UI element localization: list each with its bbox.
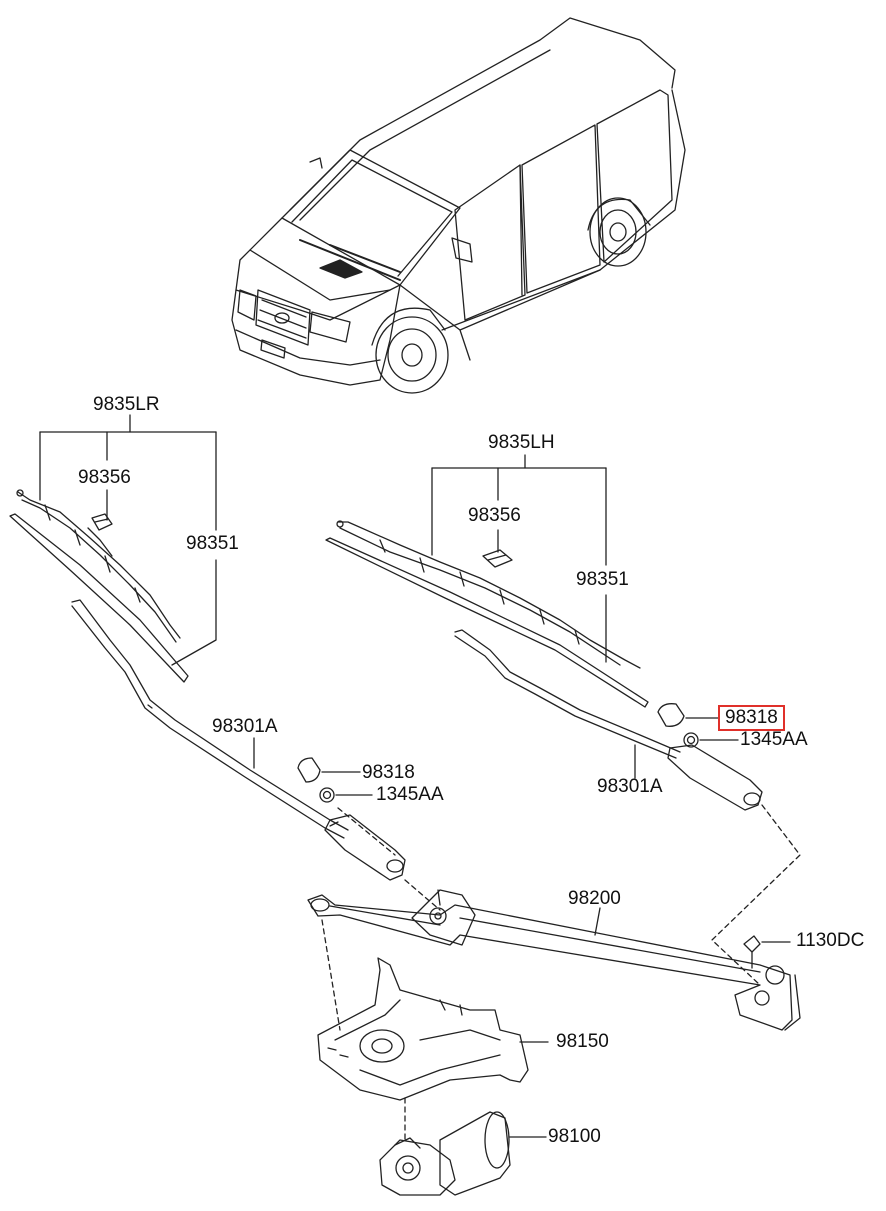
label-motor: 98100	[548, 1126, 601, 1147]
label-front-cap-highlighted[interactable]: 98318	[718, 705, 785, 731]
label-front-arm: 98301A	[597, 776, 663, 797]
label-front-clip: 98356	[468, 505, 521, 526]
label-front-blade: 98351	[576, 569, 629, 590]
label-rear-blade: 98351	[186, 533, 239, 554]
label-bracket: 98150	[556, 1031, 609, 1052]
label-rear-arm: 98301A	[212, 716, 278, 737]
linkage-group	[307, 889, 801, 1031]
label-rear-cap: 98318	[362, 762, 415, 783]
bracket-group	[317, 919, 549, 1101]
label-rear-clip: 98356	[78, 467, 131, 488]
front-wiper-group	[325, 454, 801, 986]
label-front-nut: 1345AA	[740, 729, 808, 750]
motor-group	[379, 1097, 547, 1196]
label-front-assembly: 9835LH	[488, 432, 555, 453]
rear-wiper-group	[9, 414, 441, 911]
label-bolt: 1130DC	[796, 930, 865, 951]
label-rear-nut: 1345AA	[376, 784, 444, 805]
label-linkage: 98200	[568, 888, 621, 909]
label-rear-assembly: 9835LR	[93, 394, 160, 415]
van-illustration	[231, 17, 686, 394]
